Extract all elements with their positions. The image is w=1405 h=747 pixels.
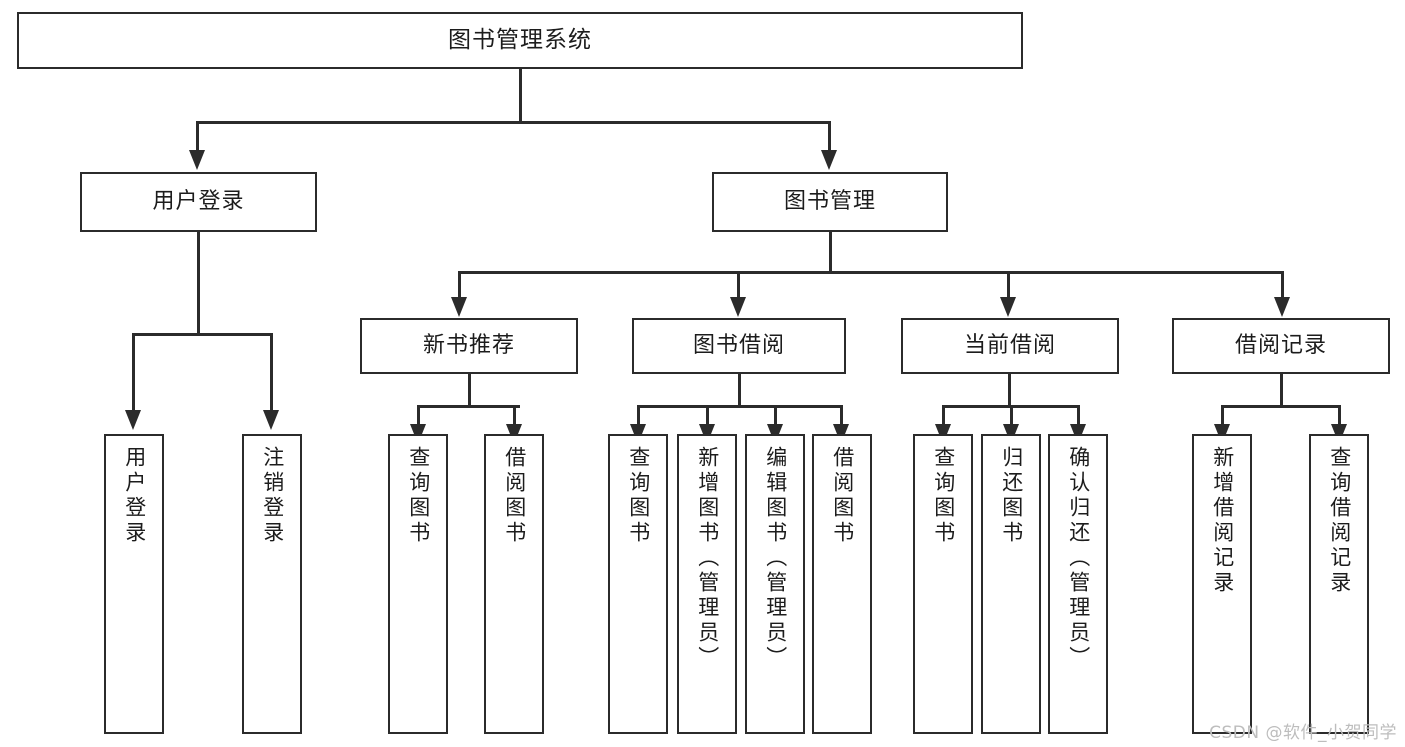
connector-bookmgmt-bar: [458, 271, 1283, 274]
leaf-records-query-record[interactable]: 查询借阅记录: [1309, 434, 1369, 734]
leaf-label: 用户登录: [122, 446, 147, 546]
leaf-newbook-borrow-book[interactable]: 借阅图书: [484, 434, 544, 734]
connector-records-to-leaf1: [1221, 405, 1224, 425]
leaf-borrow-edit-book-admin[interactable]: 编辑图书（管理员）: [745, 434, 805, 734]
connector-bookmgmt-to-borrow: [737, 271, 740, 298]
arrowhead-bookmgmt-to-current: [1000, 297, 1016, 317]
leaf-newbook-query-book[interactable]: 查询图书: [388, 434, 448, 734]
connector-login-to-leaf2: [270, 333, 273, 411]
connector-borrow-to-leaf3: [774, 405, 777, 425]
connector-current-stem: [1008, 374, 1011, 407]
node-user-login[interactable]: 用户登录: [80, 172, 317, 232]
arrowhead-bookmgmt-to-borrow: [730, 297, 746, 317]
connector-borrow-stem: [738, 374, 741, 407]
leaf-label: 查询图书: [931, 446, 956, 546]
arrowhead-login-to-leaf2: [263, 410, 279, 430]
connector-bookmgmt-to-new: [458, 271, 461, 298]
node-label: 当前借阅: [963, 332, 1056, 358]
node-current-borrow[interactable]: 当前借阅: [901, 318, 1119, 374]
connector-borrow-to-leaf2: [706, 405, 709, 425]
node-label: 借阅记录: [1234, 332, 1327, 358]
connector-bookmgmt-to-records: [1281, 271, 1284, 298]
leaf-label: 查询借阅记录: [1327, 446, 1352, 596]
connector-newbook-to-leaf1: [417, 405, 420, 425]
leaf-borrow-query-book[interactable]: 查询图书: [608, 434, 668, 734]
watermark-text: CSDN @软件_小贺同学: [1209, 723, 1397, 743]
connector-root-bar: [196, 121, 831, 124]
connector-newbook-to-leaf2: [513, 405, 516, 425]
arrowhead-bookmgmt-to-records: [1274, 297, 1290, 317]
connector-borrow-to-leaf1: [637, 405, 640, 425]
connector-current-to-leaf3: [1077, 405, 1080, 425]
connector-borrow-bar: [637, 405, 842, 408]
node-book-management[interactable]: 图书管理: [712, 172, 948, 232]
connector-borrow-to-leaf4: [840, 405, 843, 425]
leaf-label: 新增借阅记录: [1210, 446, 1235, 596]
leaf-borrow-borrow-book[interactable]: 借阅图书: [812, 434, 872, 734]
connector-current-to-leaf1: [942, 405, 945, 425]
node-borrow-records[interactable]: 借阅记录: [1172, 318, 1390, 374]
node-label: 用户登录: [152, 188, 245, 214]
arrowhead-root-to-bookmgmt: [821, 150, 837, 170]
leaf-records-add-record[interactable]: 新增借阅记录: [1192, 434, 1252, 734]
leaf-label: 借阅图书: [502, 446, 527, 546]
leaf-current-return-book[interactable]: 归还图书: [981, 434, 1041, 734]
connector-login-bar: [132, 333, 272, 336]
connector-newbook-bar: [417, 405, 520, 408]
leaf-label: 编辑图书（管理员）: [763, 446, 788, 671]
connector-root-to-bookmgmt: [828, 121, 831, 151]
node-label: 新书推荐: [422, 332, 515, 358]
connector-records-to-leaf2: [1338, 405, 1341, 425]
node-label: 图书管理系统: [448, 26, 592, 53]
node-label: 图书借阅: [692, 332, 785, 358]
connector-records-stem: [1280, 374, 1283, 407]
connector-login-to-leaf1: [132, 333, 135, 411]
leaf-label: 查询图书: [626, 446, 651, 546]
connector-root-stem: [519, 69, 522, 123]
leaf-label: 新增图书（管理员）: [695, 446, 720, 671]
leaf-current-query-book[interactable]: 查询图书: [913, 434, 973, 734]
leaf-current-confirm-return-admin[interactable]: 确认归还（管理员）: [1048, 434, 1108, 734]
leaf-logout[interactable]: 注销登录: [242, 434, 302, 734]
arrowhead-root-to-login: [189, 150, 205, 170]
connector-newbook-stem: [468, 374, 471, 407]
node-book-borrow[interactable]: 图书借阅: [632, 318, 846, 374]
leaf-user-login[interactable]: 用户登录: [104, 434, 164, 734]
connector-root-to-login: [196, 121, 199, 151]
connector-records-bar: [1221, 405, 1340, 408]
node-new-book-recommend[interactable]: 新书推荐: [360, 318, 578, 374]
leaf-label: 确认归还（管理员）: [1066, 446, 1091, 671]
arrowhead-bookmgmt-to-new: [451, 297, 467, 317]
arrowhead-login-to-leaf1: [125, 410, 141, 430]
leaf-label: 注销登录: [260, 446, 285, 546]
node-label: 图书管理: [783, 188, 876, 214]
connector-current-to-leaf2: [1010, 405, 1013, 425]
leaf-borrow-add-book-admin[interactable]: 新增图书（管理员）: [677, 434, 737, 734]
connector-login-stem: [197, 232, 200, 334]
leaf-label: 查询图书: [406, 446, 431, 546]
connector-bookmgmt-stem: [829, 232, 832, 273]
leaf-label: 借阅图书: [830, 446, 855, 546]
leaf-label: 归还图书: [999, 446, 1024, 546]
node-root-system[interactable]: 图书管理系统: [17, 12, 1023, 69]
connector-bookmgmt-to-current: [1007, 271, 1010, 298]
